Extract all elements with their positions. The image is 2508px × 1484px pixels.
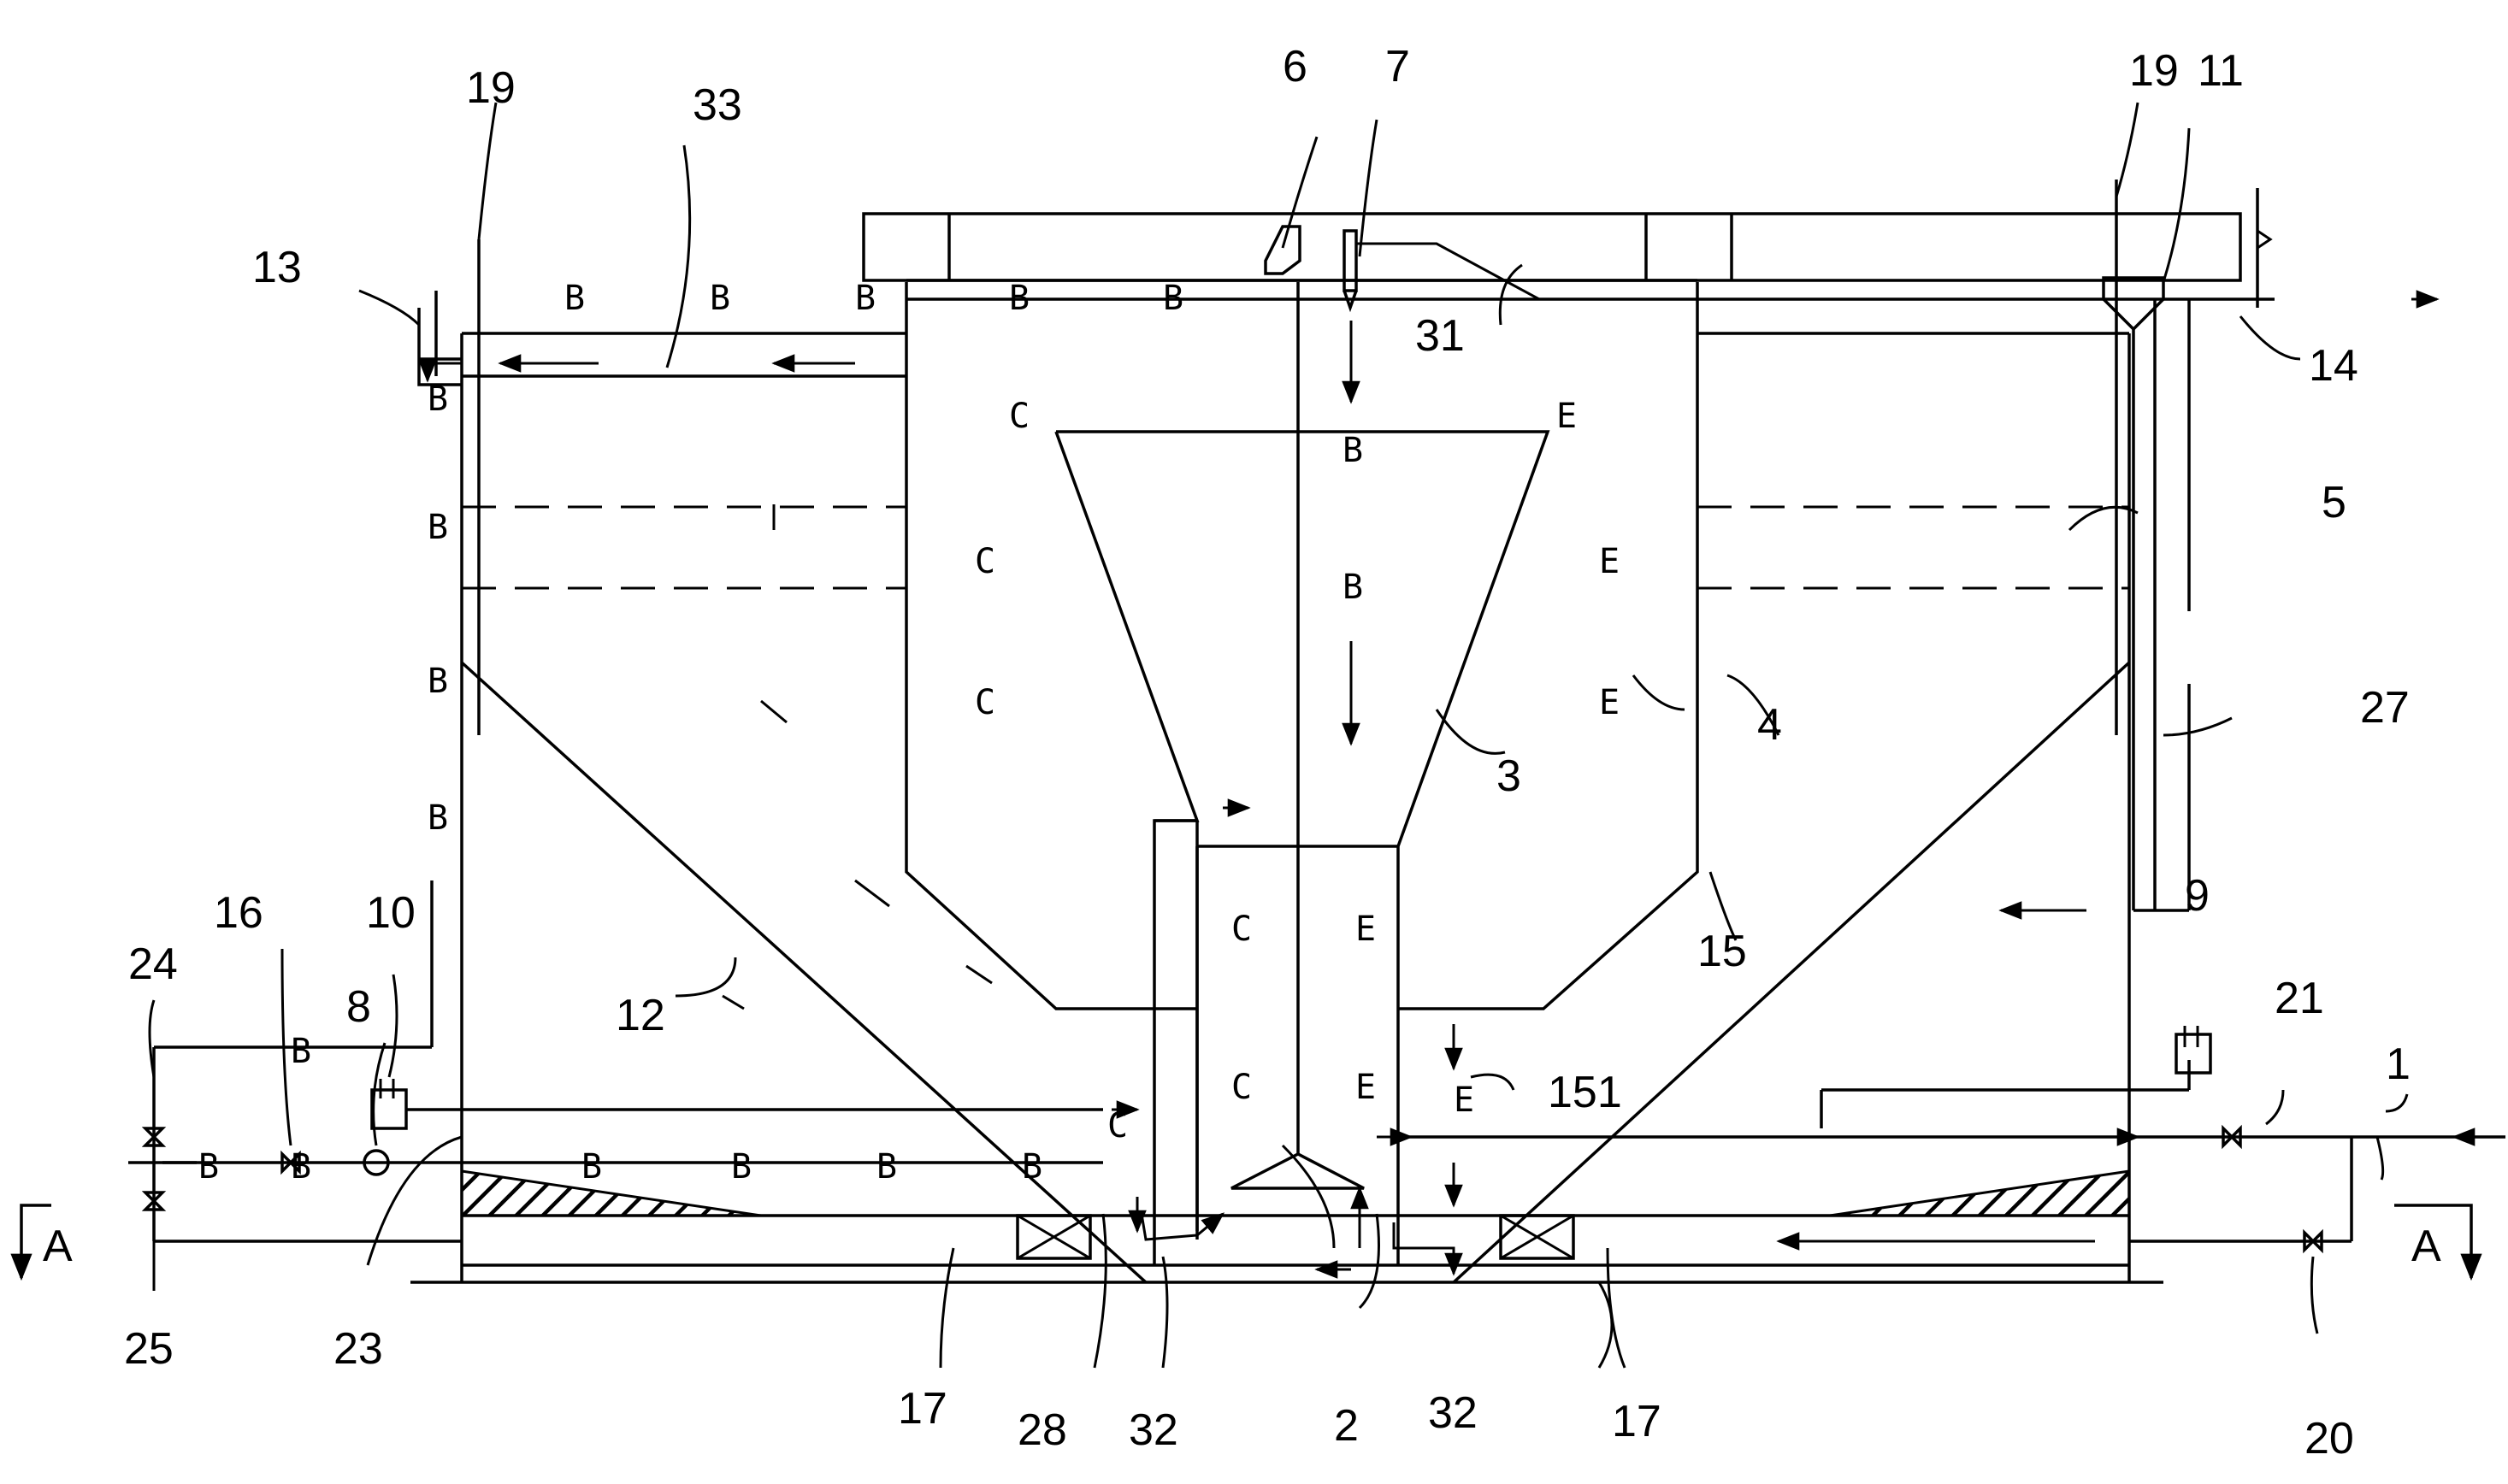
label-9: 9 — [2185, 871, 2210, 921]
tank-wall — [410, 332, 2163, 1284]
flow-B: B — [731, 1147, 752, 1187]
flow-C: C — [1107, 1106, 1128, 1145]
flow-B: B — [1343, 568, 1363, 607]
label-28: 28 — [1018, 1405, 1067, 1455]
sloped-walls — [460, 661, 2131, 1284]
flow-C: C — [1231, 910, 1252, 949]
flow-C: C — [975, 542, 995, 581]
label-15: 15 — [1697, 927, 1747, 976]
reference-numbers: 1 2 3 4 5 6 7 8 9 10 11 12 13 14 15 151 … — [43, 42, 2441, 1463]
valve-24 — [141, 1127, 167, 1147]
flow-B: B — [1163, 279, 1183, 318]
water-level-lines — [462, 505, 2129, 590]
label-8: 8 — [346, 982, 371, 1032]
flow-B: B — [581, 1147, 602, 1187]
flow-arrows — [418, 290, 2505, 1279]
label-13: 13 — [252, 243, 302, 292]
flow-B: B — [291, 1032, 311, 1071]
flow-B: B — [876, 1147, 897, 1187]
label-12: 12 — [616, 991, 665, 1040]
flow-B: B — [1009, 279, 1030, 318]
label-6: 6 — [1283, 42, 1307, 91]
flow-E: E — [1454, 1081, 1474, 1120]
label-4: 4 — [1757, 700, 1782, 750]
flow-B: B — [710, 279, 730, 318]
label-14: 14 — [2309, 341, 2358, 391]
label-20: 20 — [2304, 1414, 2354, 1463]
label-23: 23 — [333, 1324, 383, 1374]
label-5: 5 — [2322, 478, 2346, 527]
flow-E: E — [1599, 683, 1620, 722]
flow-C: C — [1231, 1068, 1252, 1107]
guide-cone — [1054, 430, 1550, 1265]
inlet-piping — [1398, 1026, 2505, 1243]
flow-B: B — [428, 798, 448, 838]
label-19-left: 19 — [466, 63, 516, 113]
label-17-left: 17 — [898, 1384, 947, 1434]
section-marks — [10, 1204, 2482, 1281]
label-7: 7 — [1385, 42, 1410, 91]
label-31: 31 — [1415, 311, 1465, 361]
flow-B: B — [291, 1147, 311, 1187]
flow-E: E — [1599, 542, 1620, 581]
label-10: 10 — [366, 888, 416, 938]
label-151: 151 — [1548, 1068, 1622, 1117]
flow-B: B — [1022, 1147, 1042, 1187]
drive-units — [1264, 225, 1540, 313]
overflow-launder — [417, 308, 906, 386]
leader-lines — [148, 102, 2409, 1369]
valve-16 — [280, 1150, 301, 1175]
label-33: 33 — [693, 80, 742, 130]
flow-labels: B B B B B B B B B B B B C E C C C E E E … — [198, 279, 1620, 1187]
flow-B: B — [564, 279, 585, 318]
flow-B: B — [1343, 431, 1363, 470]
valve-20 — [2303, 1228, 2323, 1254]
valve-21 — [2222, 1124, 2242, 1150]
valve-25 — [141, 1191, 167, 1211]
label-19-right: 19 — [2129, 46, 2179, 96]
label-21: 21 — [2275, 974, 2324, 1023]
left-pipe — [434, 239, 481, 735]
section-A-left: A — [43, 1222, 73, 1271]
reaction-chamber — [905, 282, 1699, 1010]
outlet-right — [2102, 180, 2191, 912]
sludge-piping — [128, 880, 1103, 1243]
top-bridge — [862, 188, 2275, 308]
flow-C: C — [975, 683, 995, 722]
flow-C: C — [1009, 397, 1030, 436]
flow-E: E — [1556, 397, 1577, 436]
label-27: 27 — [2360, 683, 2410, 733]
label-24: 24 — [128, 939, 178, 989]
bottom-hatch — [460, 1169, 2131, 1217]
flow-E: E — [1355, 1068, 1376, 1107]
flow-B: B — [198, 1147, 219, 1187]
label-1: 1 — [2386, 1039, 2411, 1089]
label-3: 3 — [1496, 751, 1521, 801]
label-2: 2 — [1334, 1401, 1359, 1451]
feeder-boxes — [1016, 1214, 1575, 1260]
label-17-right: 17 — [1612, 1397, 1661, 1446]
flow-B: B — [428, 380, 448, 419]
flow-E: E — [1355, 910, 1376, 949]
flow-B: B — [428, 662, 448, 701]
flow-B: B — [855, 279, 876, 318]
label-16: 16 — [214, 888, 263, 938]
label-32-left: 32 — [1129, 1405, 1178, 1455]
label-32-right: 32 — [1428, 1388, 1478, 1438]
central-shaft — [1230, 282, 1365, 1190]
label-11: 11 — [2198, 46, 2244, 96]
label-25: 25 — [124, 1324, 174, 1374]
section-A-right: A — [2411, 1222, 2441, 1271]
flow-B: B — [428, 508, 448, 547]
